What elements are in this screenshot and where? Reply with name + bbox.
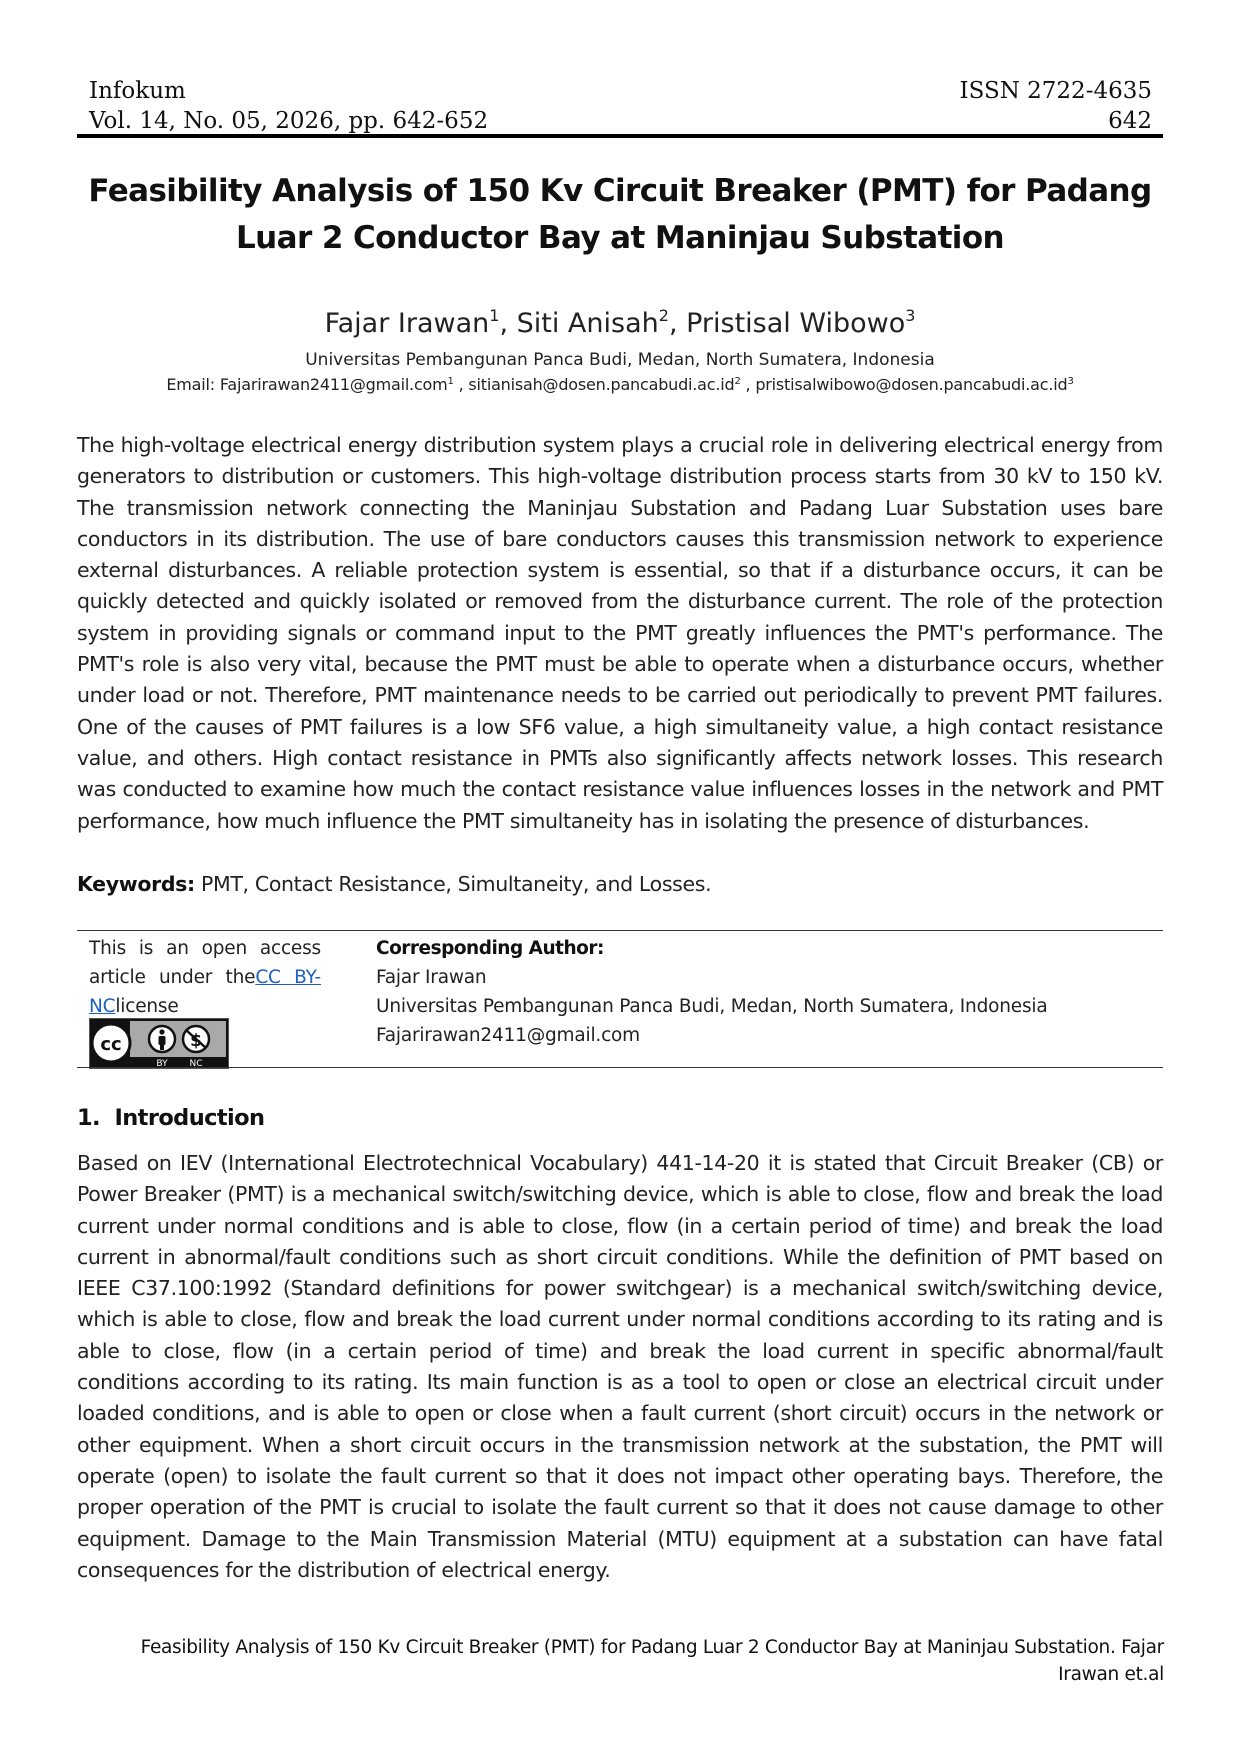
author-name: Fajar Irawan — [324, 308, 490, 339]
author-list: Fajar Irawan1, Siti Anisah2, Pristisal W… — [324, 306, 916, 340]
svg-text:cc: cc — [100, 1034, 121, 1055]
corresponding-label: Corresponding Author: — [376, 938, 604, 959]
svg-text:$: $ — [190, 1031, 202, 1051]
running-header-right: ISSN 2722-4635 642 — [960, 76, 1152, 136]
author-affil-mark: 2 — [658, 306, 669, 325]
corresponding-affiliation: Universitas Pembangunan Panca Budi, Meda… — [376, 996, 1048, 1017]
keywords: Keywords: PMT, Contact Resistance, Simul… — [77, 869, 1163, 900]
paper-title: Feasibility Analysis of 150 Kv Circuit B… — [88, 173, 1152, 256]
info-box-top-rule — [77, 930, 1163, 931]
license-link[interactable]: CC BY-NC — [89, 967, 321, 1017]
corresponding-author: Corresponding Author: Fajar Irawan Unive… — [376, 934, 1156, 1050]
author-name: Pristisal Wibowo — [686, 308, 906, 339]
author-name: Siti Anisah — [516, 308, 659, 339]
license-notice: This is an open access article under the… — [89, 938, 321, 1017]
footer-citation-authors: Irawan et.al — [1058, 1664, 1164, 1685]
email-label: Email: — [166, 375, 215, 394]
running-footer: Feasibility Analysis of 150 Kv Circuit B… — [90, 1634, 1165, 1688]
volume-info: Vol. 14, No. 05, 2026, pp. 642-652 — [89, 108, 489, 134]
svg-text:BY: BY — [156, 1059, 168, 1068]
email-link[interactable]: sitianisah@dosen.pancabudi.ac.id — [468, 375, 735, 394]
keywords-text: PMT, Contact Resistance, Simultaneity, a… — [201, 872, 712, 896]
section-title: Introduction — [114, 1105, 265, 1131]
email-link[interactable]: pristisalwibowo@dosen.pancabudi.ac.id — [755, 375, 1068, 394]
author-affiliation: Universitas Pembangunan Panca Budi, Meda… — [305, 350, 935, 370]
journal-name: Infokum — [89, 78, 186, 104]
author-affil-mark: 3 — [905, 306, 916, 325]
corresponding-email[interactable]: Fajarirawan2411@gmail.com — [376, 1025, 640, 1046]
footer-citation: Feasibility Analysis of 150 Kv Circuit B… — [140, 1637, 1165, 1658]
header-divider — [77, 134, 1163, 138]
issn: ISSN 2722-4635 — [959, 78, 1152, 104]
section-heading-introduction: 1. Introduction — [77, 1102, 265, 1134]
corresponding-name: Fajar Irawan — [376, 967, 487, 988]
svg-text:NC: NC — [189, 1059, 202, 1068]
abstract-text: The high-voltage electrical energy distr… — [77, 433, 1163, 833]
section-number: 1. — [77, 1105, 101, 1131]
author-emails: Email: Fajarirawan2411@gmail.com1 , siti… — [166, 375, 1074, 394]
info-box-bottom-rule — [77, 1067, 1163, 1068]
cc-icon — [90, 1022, 132, 1064]
introduction-paragraph: Based on IEV (International Electrotechn… — [77, 1151, 1163, 1582]
email-link[interactable]: Fajarirawan2411@gmail.com — [219, 375, 448, 394]
keywords-label: Keywords: — [77, 872, 195, 896]
running-header-left: Infokum Vol. 14, No. 05, 2026, pp. 642-6… — [89, 76, 488, 136]
author-affil-mark: 1 — [489, 306, 500, 325]
page-number: 642 — [1108, 108, 1152, 134]
cc-by-nc-badge: cc $ BY NC — [89, 1018, 229, 1069]
